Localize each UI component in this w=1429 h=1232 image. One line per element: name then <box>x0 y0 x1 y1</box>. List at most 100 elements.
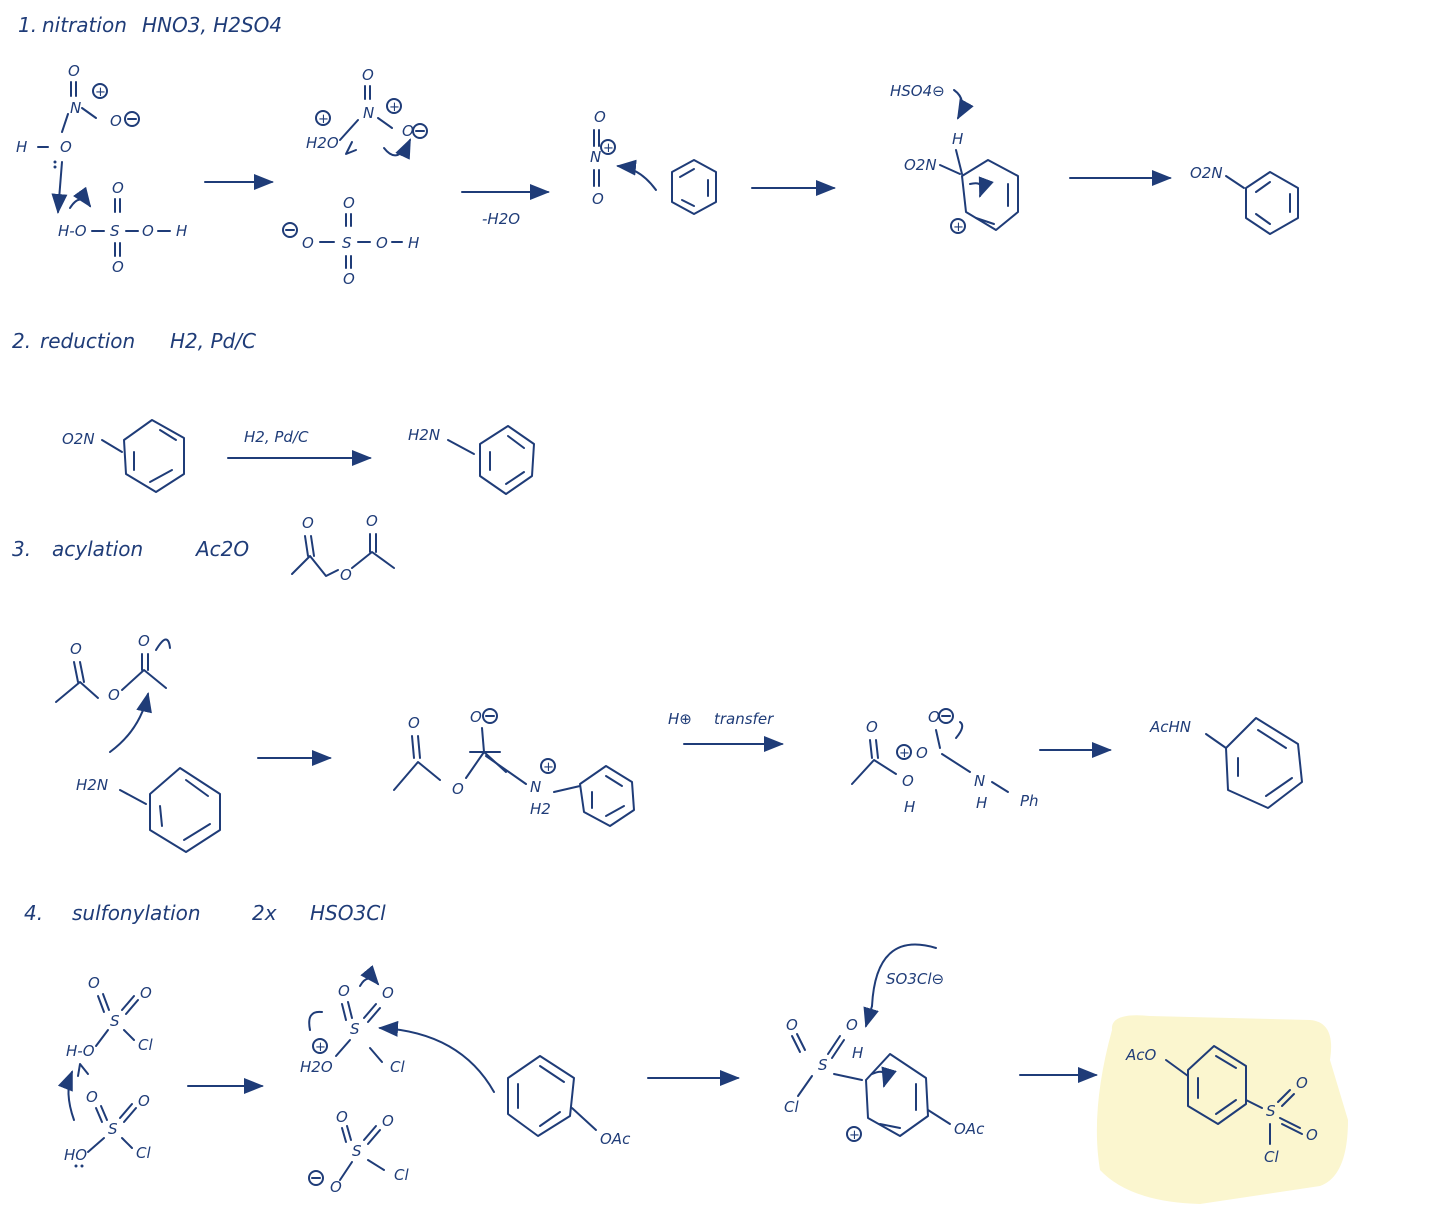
step-4-equiv: 2x <box>252 901 277 925</box>
atom-o: O <box>594 108 606 126</box>
minus-charge-icon <box>282 222 298 238</box>
nitrobenzene: O2N <box>1190 164 1299 235</box>
anhydride-attack: O O O H2N <box>55 632 221 853</box>
acetoxy-group: AcO <box>1125 1046 1157 1064</box>
atom-o: O <box>88 974 100 992</box>
atom-o: O <box>916 744 928 762</box>
step-2-name: reduction <box>40 329 135 353</box>
plus-charge-icon <box>540 758 556 774</box>
atom-o: O <box>302 234 314 252</box>
svg-text:+: + <box>318 112 329 127</box>
curved-arrow-icon <box>359 965 380 987</box>
bond <box>101 439 123 453</box>
atom-s: S <box>1266 1102 1276 1120</box>
curved-arrow-icon <box>955 721 964 739</box>
atom-h: H <box>852 1044 863 1062</box>
atom-o: O <box>408 714 420 732</box>
amine-group: H2N <box>408 426 440 444</box>
proton-transferred-intermediate: O + O O H O N H Ph <box>851 708 1039 816</box>
atom-o: O <box>138 1092 150 1110</box>
atom-o: O <box>402 122 414 140</box>
acetanilide: AcHN <box>1149 717 1303 809</box>
atom-o: O <box>142 222 154 240</box>
atom-n: N <box>70 99 81 117</box>
atom-s: S <box>110 1012 120 1030</box>
atom-h: H <box>408 234 419 252</box>
acetoxy-group: OAc <box>600 1130 631 1148</box>
aniline: H2N <box>408 425 535 495</box>
atom-o: O <box>592 190 604 208</box>
atom-s: S <box>342 234 352 252</box>
protonated-nitric-acid: O N + + H2O O <box>306 66 428 160</box>
aryl-acetate: OAc <box>507 1055 631 1148</box>
atom-o: O <box>846 1016 858 1034</box>
atom-o: O <box>112 179 124 197</box>
curved-arrow-icon <box>51 161 68 214</box>
acetoxy-group: OAc <box>954 1120 985 1138</box>
plus-charge-icon <box>846 1126 862 1142</box>
chlorosulfonate-label: SO3Cl⊖ <box>886 970 944 988</box>
step-2-number: 2. <box>12 329 31 353</box>
nitro-group: O2N <box>62 430 95 448</box>
atom-o: O <box>70 640 82 658</box>
curved-arrow-icon <box>69 186 92 209</box>
atom-h: H <box>904 798 915 816</box>
atom-o: O <box>138 632 150 650</box>
nitro-group: O2N <box>904 156 937 174</box>
transfer-label: transfer <box>714 710 774 728</box>
water-group: H2O <box>300 1058 333 1076</box>
curved-arrow-icon <box>109 692 152 753</box>
atom-o: O <box>362 66 374 84</box>
water-group: H2O <box>306 134 339 152</box>
atom-o: O <box>60 138 72 156</box>
svg-text:+: + <box>389 100 400 115</box>
bond <box>939 164 961 175</box>
atom-o: O <box>302 514 314 532</box>
atom-h: H <box>976 794 987 812</box>
curved-arrow-icon <box>871 1066 897 1088</box>
amine-group: H2N <box>76 776 108 794</box>
atom-o: O <box>376 234 388 252</box>
atom-o: O <box>86 1088 98 1106</box>
atom-o: O <box>902 772 914 790</box>
sulfuric-h-o: H-O <box>58 222 87 240</box>
curved-arrow-icon <box>383 138 411 160</box>
svg-text:+: + <box>899 746 910 761</box>
curved-arrow-icon <box>871 943 937 1007</box>
svg-text:+: + <box>315 1040 326 1055</box>
nitronium-ion: O N + O <box>590 108 657 208</box>
step-3-number: 3. <box>12 537 31 561</box>
atom-o: O <box>928 708 940 726</box>
minus-charge-icon <box>412 123 428 139</box>
plus-charge-icon <box>896 744 912 760</box>
atom-s: S <box>818 1056 828 1074</box>
step-2-reagents: H2, Pd/C <box>170 329 256 353</box>
atom-o: O <box>1306 1126 1318 1144</box>
atom-o: O <box>112 258 124 276</box>
atom-o: O <box>343 194 355 212</box>
chlorosulfonic-acid-pair: O S O Cl H-O O S O Cl HO <box>57 974 153 1168</box>
hydroxyl: H-O <box>66 1042 95 1060</box>
svg-text:+: + <box>603 141 614 156</box>
atom-n: N <box>974 772 985 790</box>
atom-o: O <box>340 566 352 584</box>
curved-arrow-icon <box>616 159 657 191</box>
atom-o: O <box>786 1016 798 1034</box>
bond <box>81 107 97 119</box>
atom-s: S <box>110 222 120 240</box>
svg-text:+: + <box>953 220 964 235</box>
step-1-name: nitration <box>42 13 127 37</box>
plus-charge-icon <box>92 83 108 99</box>
plus-charge-icon <box>315 110 331 126</box>
acetamido-group: AcHN <box>1149 718 1191 736</box>
bisulfate-label: HSO4⊖ <box>890 82 945 100</box>
atom-h: H <box>176 222 187 240</box>
step-1-number: 1. <box>18 13 37 37</box>
atom-o: O <box>338 982 350 1000</box>
atom-o: O <box>110 112 122 130</box>
atom-cl: Cl <box>394 1166 409 1184</box>
bond <box>377 117 393 129</box>
proton-label: H⊕ <box>668 710 692 728</box>
protonated-chlorosulfonic-acid: O S O + H2O Cl <box>300 965 405 1076</box>
sulfonyl-sigma-complex: SO3Cl⊖ O S O Cl H + OAc <box>784 943 985 1143</box>
